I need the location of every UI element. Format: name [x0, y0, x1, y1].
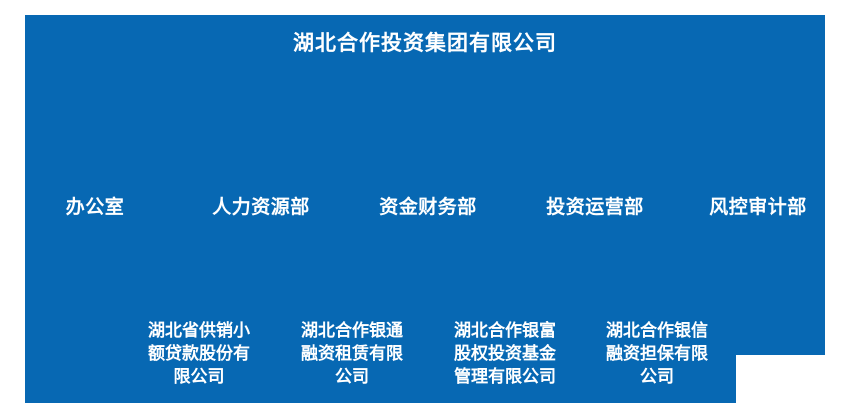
subsidiary-label-leasing: 湖北合作银通 融资租赁有限 公司	[287, 320, 417, 389]
subsidiary-label-line: 股权投资基金	[454, 344, 556, 364]
department-label-investment-operations: 投资运营部	[546, 196, 644, 218]
subsidiary-label-line: 湖北合作银信	[606, 321, 708, 341]
subsidiary-label-microloan: 湖北省供销小 额贷款股份有 限公司	[134, 320, 264, 389]
subsidiary-label-equity-fund: 湖北合作银富 股权投资基金 管理有限公司	[440, 320, 570, 389]
corner-notch	[736, 355, 850, 420]
subsidiary-label-line: 管理有限公司	[454, 367, 556, 387]
subsidiary-label-line: 融资租赁有限	[301, 344, 403, 364]
subsidiary-label-line: 湖北合作银通	[301, 321, 403, 341]
department-label-office: 办公室	[65, 196, 125, 218]
org-chart-title: 湖北合作投资集团有限公司	[293, 31, 557, 55]
subsidiary-label-line: 融资担保有限	[606, 344, 708, 364]
department-label-hr: 人力资源部	[212, 196, 310, 218]
subsidiary-label-line: 额贷款股份有	[148, 344, 250, 364]
subsidiary-label-line: 湖北省供销小	[148, 321, 250, 341]
department-label-finance: 资金财务部	[379, 196, 477, 218]
org-chart-panel	[25, 15, 825, 403]
department-label-risk-audit: 风控审计部	[709, 196, 807, 218]
subsidiary-label-guarantee: 湖北合作银信 融资担保有限 公司	[592, 320, 722, 389]
subsidiary-label-line: 公司	[640, 367, 674, 387]
subsidiary-label-line: 限公司	[173, 367, 225, 387]
subsidiary-label-line: 湖北合作银富	[454, 321, 556, 341]
subsidiary-label-line: 公司	[335, 367, 369, 387]
